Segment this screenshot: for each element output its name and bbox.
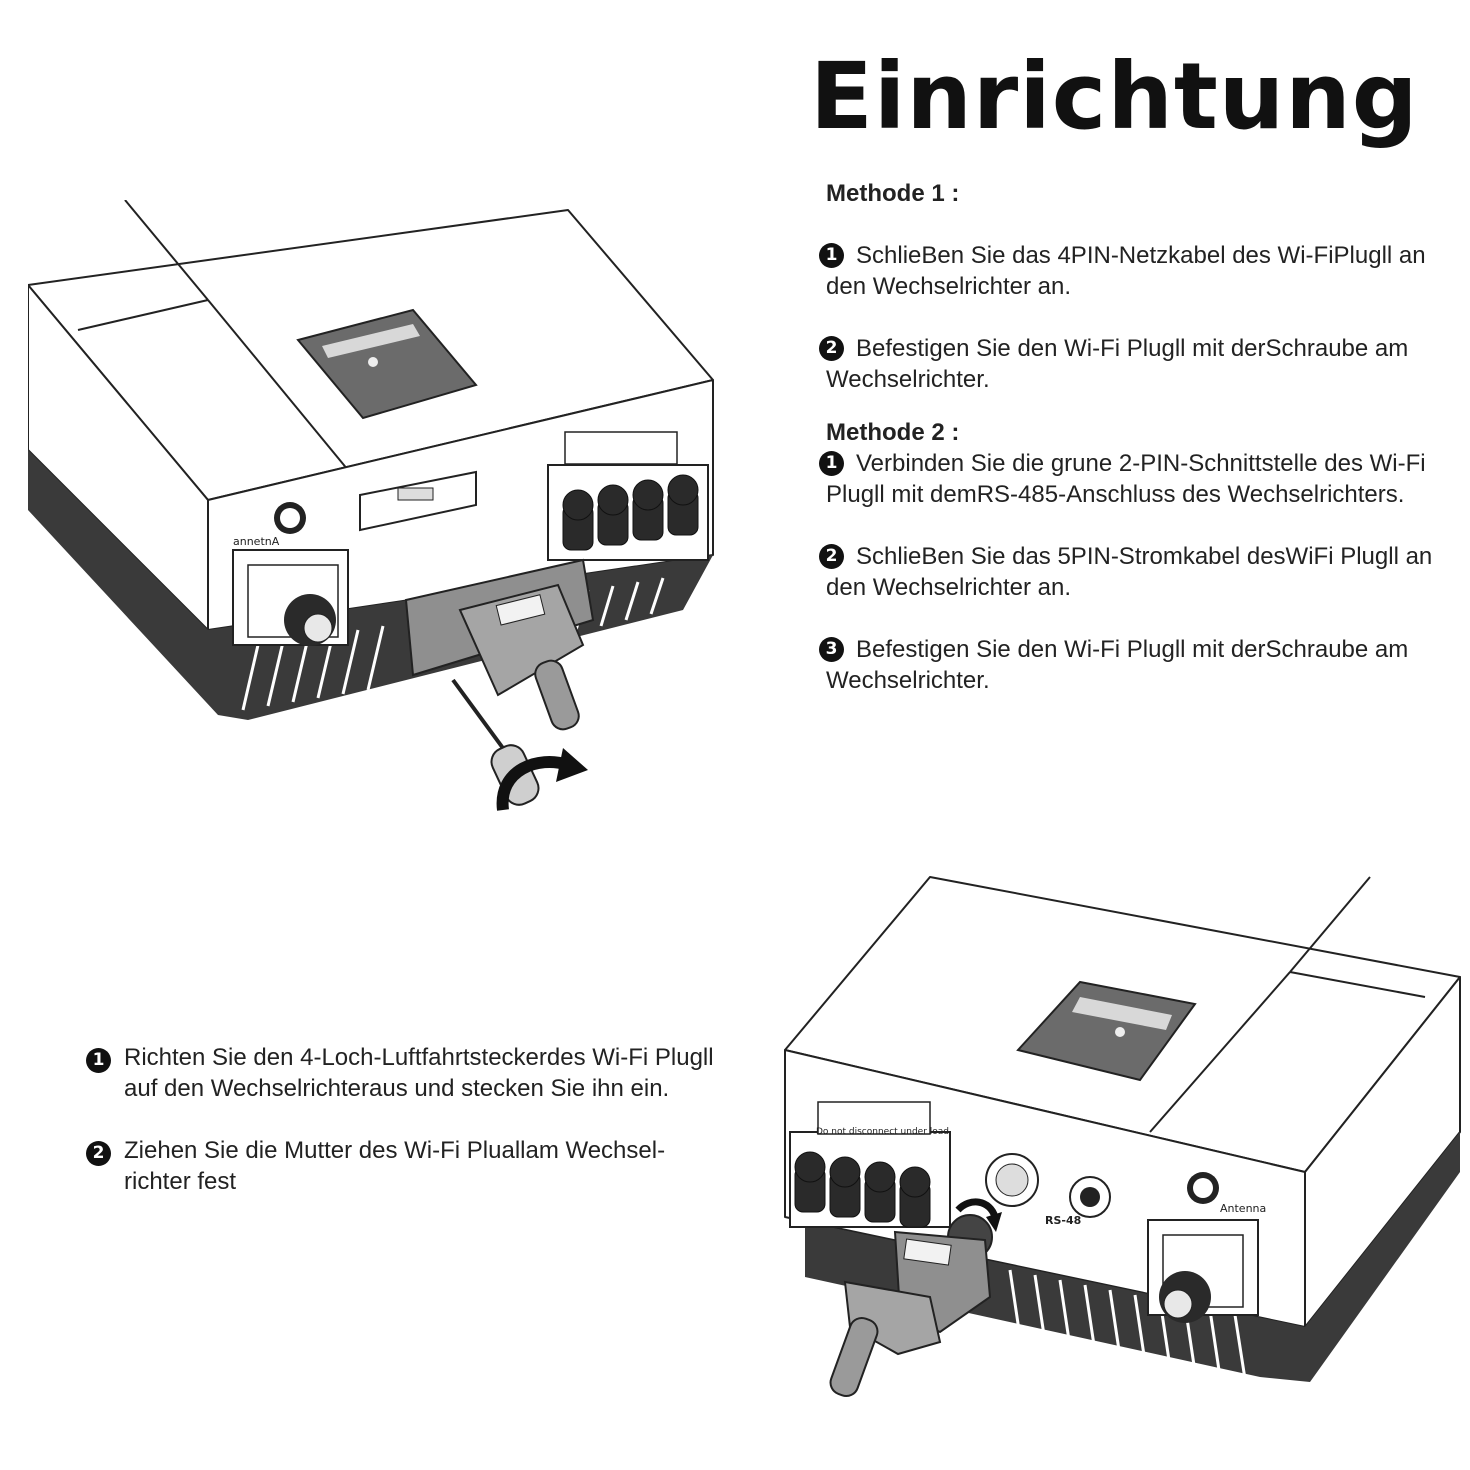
step-text: SchlieBen Sie das 5PIN-Stromkabel desWiF…: [826, 543, 1433, 601]
aviation-step-2: 2 Ziehen Sie die Mutter des Wi-Fi Pluall…: [86, 1135, 726, 1197]
method2-step-1: 1 Verbinden Sie die grune 2-PIN-Schnitts…: [819, 448, 1446, 510]
aviation-step-1: 1 Richten Sie den 4-Loch-Luftfahrtstecke…: [86, 1042, 726, 1104]
aviation-port: [985, 1153, 1039, 1207]
rs485-slot: [359, 470, 477, 532]
rotate-arrow-icon: [496, 748, 588, 811]
step-number-icon: 1: [819, 451, 844, 476]
dc-terminals: Do not disconnect under load: [789, 1101, 951, 1228]
antenna-port: annetnA: [233, 502, 306, 548]
step-text: Befestigen Sie den Wi-Fi Plugll mit derS…: [826, 335, 1409, 393]
screwdriver-icon: [451, 678, 540, 806]
step-number-icon: 2: [819, 544, 844, 569]
wifi-plug-module: [404, 558, 595, 731]
step-text: Richten Sie den 4-Loch-Luftfahrtsteckerd…: [124, 1044, 714, 1102]
step-text: Ziehen Sie die Mutter des Wi-Fi Pluallam…: [124, 1137, 666, 1195]
step-text: Befestigen Sie den Wi-Fi Plugll mit derS…: [826, 636, 1409, 694]
step-number-icon: 1: [86, 1048, 111, 1073]
step-text: SchlieBen Sie das 4PIN-Netzkabel des Wi-…: [826, 242, 1426, 300]
step-number-icon: 3: [819, 637, 844, 662]
method1-step-1: 1 SchlieBen Sie das 4PIN-Netzkabel des W…: [819, 240, 1446, 302]
method1-step-2: 2 Befestigen Sie den Wi-Fi Plugll mit de…: [819, 333, 1446, 395]
method2-step-2: 2 SchlieBen Sie das 5PIN-Stromkabel desW…: [819, 541, 1446, 603]
antenna-port: Antenna: [1187, 1172, 1266, 1215]
dc-terminals: [547, 431, 709, 561]
display-window: [1016, 980, 1197, 1082]
rs485-port: RS-48: [1045, 1176, 1111, 1227]
methods-column: Methode 1 : 1 SchlieBen Sie das 4PIN-Net…: [819, 178, 1446, 696]
rs485-label: RS-48: [1045, 1214, 1081, 1227]
method1-heading: Methode 1 :: [826, 180, 960, 207]
antenna-label-mirrored: annetnA: [233, 535, 280, 548]
step-number-icon: 1: [819, 243, 844, 268]
warning-label: Do not disconnect under load: [816, 1127, 949, 1137]
step-text: Verbinden Sie die grune 2-PIN-Schnittste…: [826, 450, 1426, 508]
inverter-illustration-aviation: Do not disconnect under load RS-48 Anten…: [784, 876, 1461, 1397]
step-number-icon: 2: [86, 1141, 111, 1166]
wifi-plug-module: [829, 1214, 993, 1397]
aviation-plug-steps: 1 Richten Sie den 4-Loch-Luftfahrtstecke…: [86, 1042, 726, 1197]
display-window: [296, 308, 478, 420]
inverter-illustration-method1: annetnA: [28, 200, 714, 811]
step-number-icon: 2: [819, 336, 844, 361]
method2-step-3: 3 Befestigen Sie den Wi-Fi Plugll mit de…: [819, 634, 1446, 696]
antenna-label: Antenna: [1220, 1202, 1266, 1215]
cable-gland: [232, 549, 349, 646]
cable-gland: [1147, 1219, 1259, 1323]
page-title: Einrichtung: [810, 43, 1419, 150]
rotate-arrow-icon: [955, 1198, 1002, 1232]
method2-heading: Methode 2 :: [826, 419, 960, 446]
